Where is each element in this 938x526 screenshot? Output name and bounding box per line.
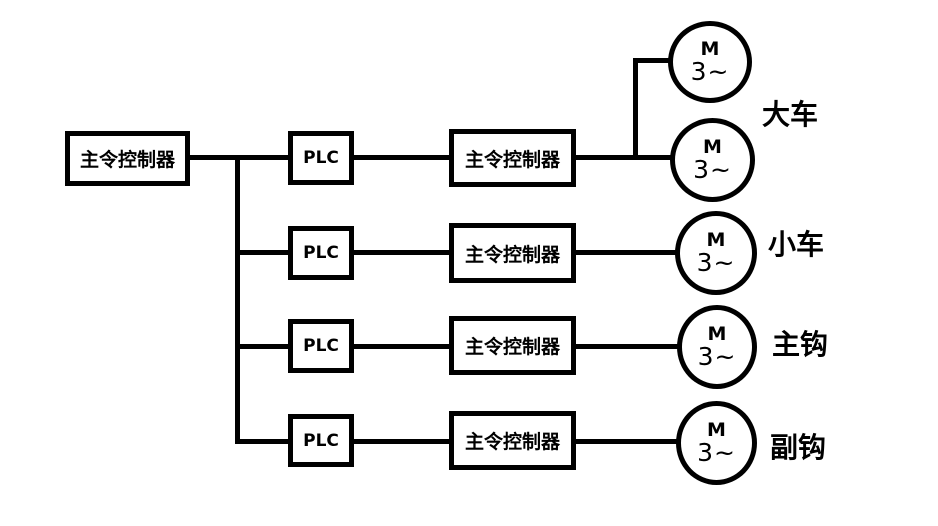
connector-plc4-to-controller4	[354, 439, 449, 444]
controller-label-row3: 主令控制器	[464, 336, 560, 358]
controller-label-row4: 主令控制器	[464, 431, 560, 453]
connector-controller4-to-motor	[576, 439, 678, 444]
controller-label-row1: 主令控制器	[464, 148, 560, 171]
plc-label-row4: PLC	[303, 430, 339, 451]
motor-row1-lower: M 3~	[670, 118, 755, 202]
connector-vertical-bus	[235, 155, 240, 444]
connector-master-to-plc1	[190, 155, 290, 160]
connector-plc3-to-controller3	[354, 344, 449, 349]
connector-bus-to-plc4	[235, 439, 290, 444]
master-controller-label: 主令控制器	[79, 149, 175, 171]
plc-label-row3: PLC	[303, 336, 339, 356]
motor-letter: M	[707, 419, 726, 441]
master-controller-box: 主令控制器	[65, 131, 190, 186]
output-label-zhugou: 主钩	[772, 328, 829, 361]
motor-row1-upper: M 3~	[668, 21, 752, 103]
plc-label-row1: PLC	[303, 148, 339, 168]
motor-phase: 3~	[690, 57, 730, 86]
connector-controller2-to-motor	[576, 250, 677, 255]
output-label-dache: 大车	[762, 98, 819, 131]
motor-phase: 3~	[697, 438, 736, 467]
connector-branch-to-motor1a	[633, 58, 671, 63]
connector-bus-to-plc3	[235, 344, 290, 349]
plc-box-row4: PLC	[288, 414, 354, 467]
motor-phase: 3~	[696, 248, 736, 277]
connector-bus-to-plc2	[235, 250, 290, 255]
connector-controller1-to-motor	[576, 155, 672, 160]
plc-box-row2: PLC	[288, 226, 354, 280]
controller-box-row4: 主令控制器	[449, 411, 576, 470]
plc-box-row3: PLC	[288, 319, 354, 373]
connector-plc1-to-controller1	[354, 155, 449, 160]
output-label-fugou: 副钩	[770, 431, 827, 464]
plc-label-row2: PLC	[303, 243, 339, 263]
controller-box-row3: 主令控制器	[449, 316, 576, 375]
plc-box-row1: PLC	[288, 131, 354, 185]
motor-letter: M	[700, 38, 720, 60]
motor-letter: M	[707, 323, 727, 345]
connector-motor-branch-vertical	[633, 58, 638, 160]
motor-phase: 3~	[693, 155, 732, 184]
motor-row2: M 3~	[675, 211, 757, 295]
motor-letter: M	[706, 229, 726, 251]
connector-controller3-to-motor	[576, 344, 679, 349]
motor-phase: 3~	[697, 342, 737, 371]
motor-row4: M 3~	[676, 401, 757, 485]
motor-row3: M 3~	[677, 305, 757, 389]
controller-box-row1: 主令控制器	[449, 129, 576, 187]
motor-letter: M	[703, 136, 722, 158]
output-label-xiaoche: 小车	[768, 228, 825, 261]
controller-box-row2: 主令控制器	[449, 223, 576, 283]
connector-plc2-to-controller2	[354, 250, 449, 255]
controller-label-row2: 主令控制器	[464, 243, 560, 266]
